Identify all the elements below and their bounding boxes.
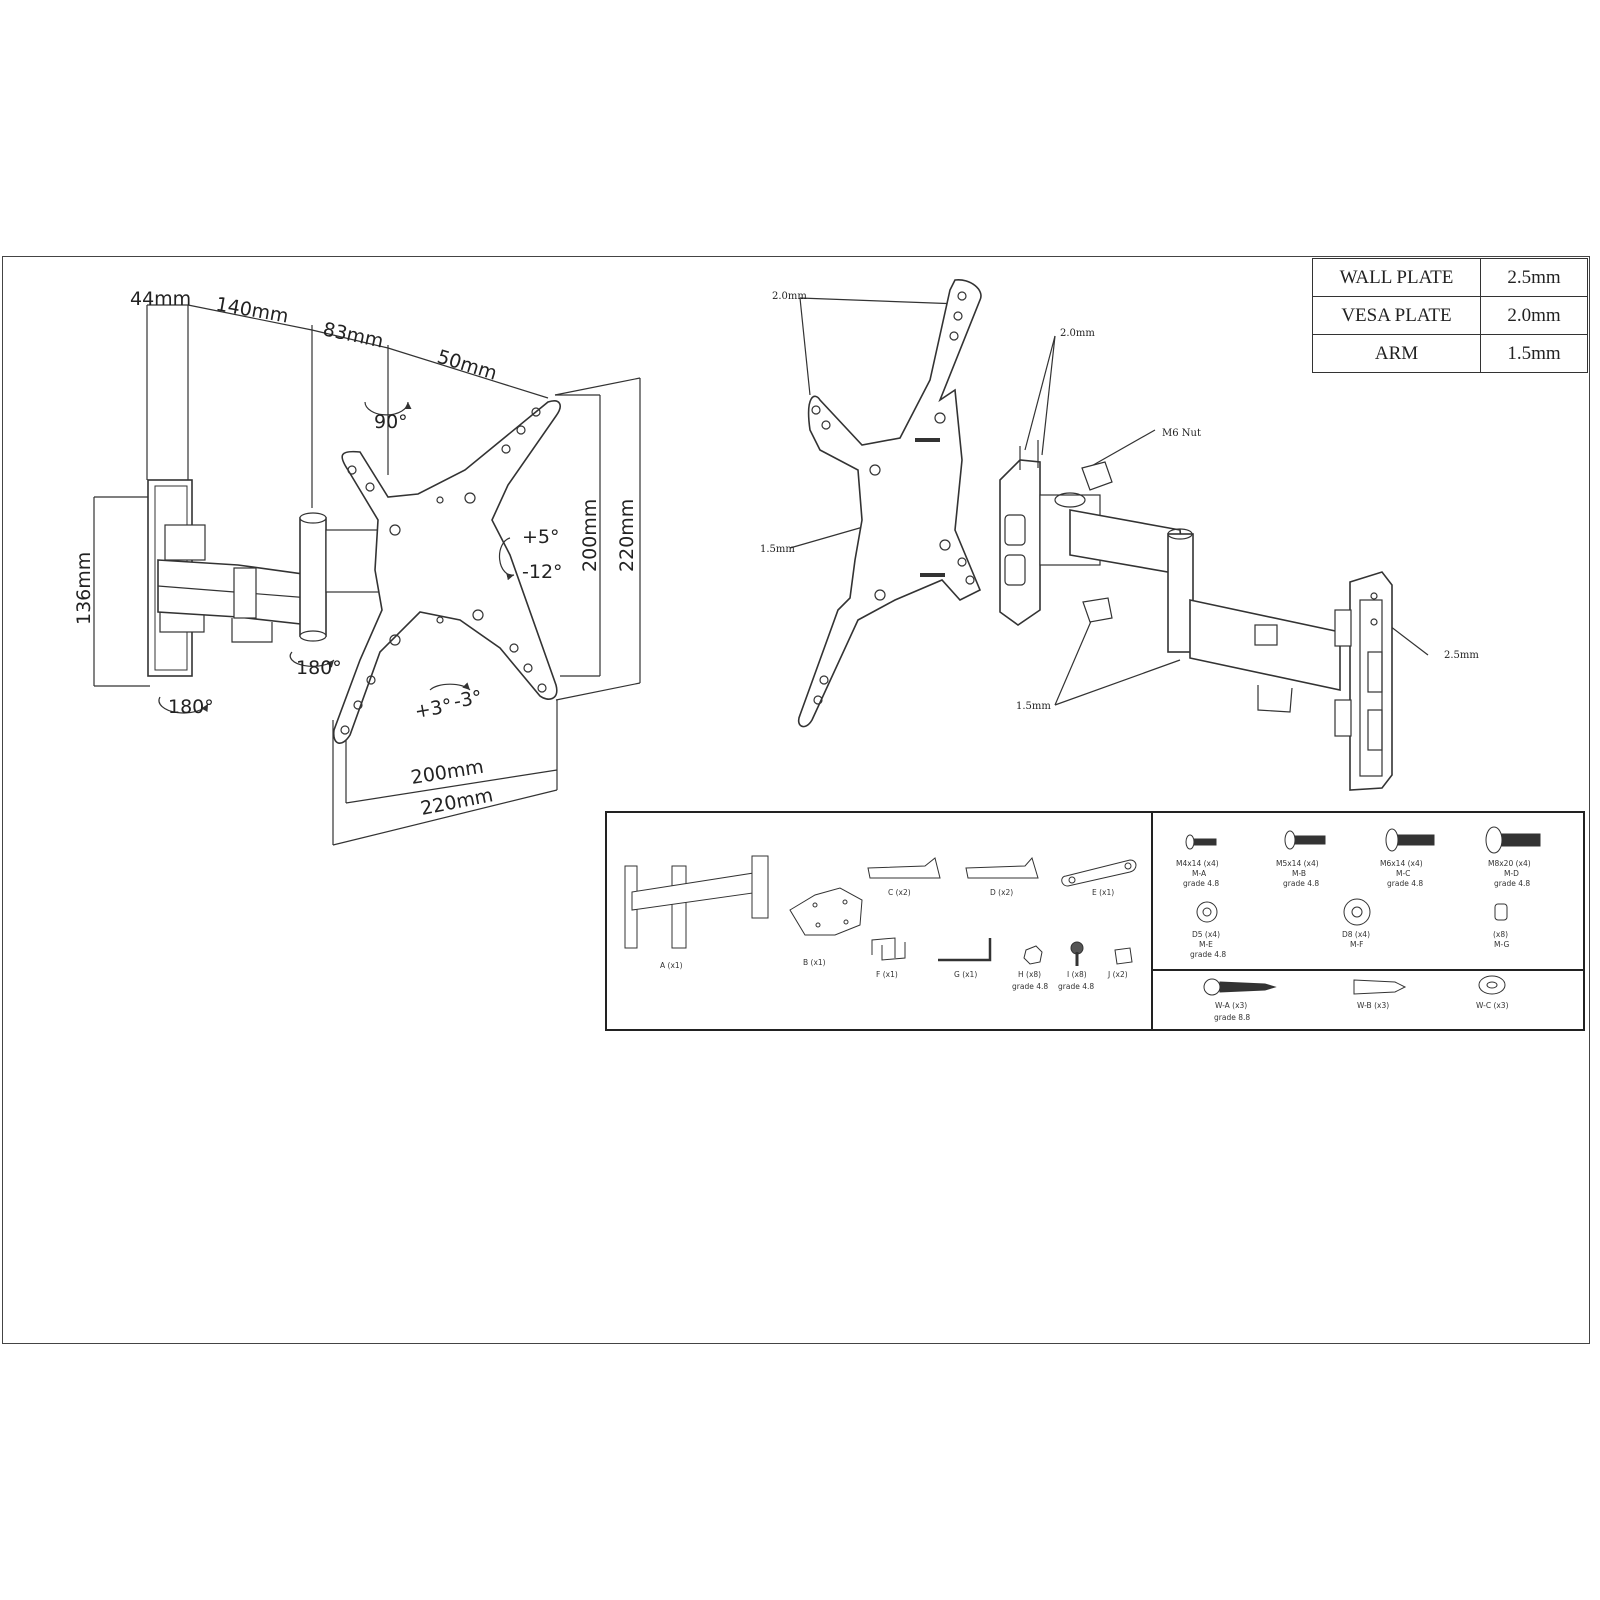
screw-code: M-D	[1504, 869, 1519, 878]
spec-part: ARM	[1312, 334, 1481, 373]
spec-row: ARM 1.5mm	[1312, 334, 1588, 373]
spec-thickness: 2.5mm	[1480, 258, 1588, 297]
dim-50: 50mm	[435, 346, 500, 385]
part-labels: A (x1) B (x1) C (x2) D (x2) E (x1) F (x1…	[660, 859, 1531, 1022]
dim-44: 44mm	[130, 288, 191, 310]
part-label-j: J (x2)	[1107, 970, 1128, 979]
dim-140: 140mm	[214, 293, 290, 327]
part-label-b: B (x1)	[803, 958, 826, 967]
wall-hardware-grade: grade 8.8	[1214, 1013, 1250, 1022]
label-wall-plate: 2.5mm	[1444, 650, 1479, 661]
spec-row: VESA PLATE 2.0mm	[1312, 296, 1588, 335]
tilt-down: -12°	[522, 561, 563, 583]
part-label-i: I (x8)	[1067, 970, 1087, 979]
dimensioned-mount-view	[93, 304, 641, 846]
swivel-arm: 180°	[296, 657, 342, 679]
level-minus: -3°	[452, 686, 484, 713]
part-label-e: E (x1)	[1092, 888, 1114, 897]
drawing-frame	[2, 256, 1590, 1344]
screw-code: M-C	[1396, 869, 1410, 878]
dim-200-horizontal: 200mm	[409, 756, 485, 789]
exploded-labels: 2.0mm 2.0mm M6 Nut 1.5mm 2.5mm 1.5mm	[760, 291, 1479, 712]
part-label-c: C (x2)	[888, 888, 911, 897]
screw-size: M4x14 (x4)	[1176, 859, 1219, 868]
label-bracket-top: 2.0mm	[1060, 328, 1095, 339]
part-label-h: H (x8)	[1018, 970, 1041, 979]
part-grade-i: grade 4.8	[1058, 982, 1094, 991]
washer-code: M-E	[1199, 940, 1213, 949]
dim-136: 136mm	[73, 552, 95, 625]
screw-size: M6x14 (x4)	[1380, 859, 1423, 868]
screw-grade: grade 4.8	[1283, 879, 1319, 888]
washer-code: M-F	[1350, 940, 1364, 949]
washer-code: M-G	[1494, 940, 1509, 949]
screw-grade: grade 4.8	[1183, 879, 1219, 888]
rotation-90: 90°	[374, 411, 408, 433]
level-plus: +3°	[413, 695, 454, 723]
washer-size: (x8)	[1493, 930, 1508, 939]
wall-hardware-label: W-B (x3)	[1357, 1001, 1389, 1010]
label-vesa-left: 1.5mm	[760, 544, 795, 555]
part-label-a: A (x1)	[660, 961, 683, 970]
hardware-illustrations	[1185, 826, 1541, 996]
part-label-d: D (x2)	[990, 888, 1013, 897]
washer-size: D8 (x4)	[1342, 930, 1370, 939]
parts-illustrations	[624, 855, 1137, 966]
part-label-f: F (x1)	[876, 970, 898, 979]
dim-200-vertical: 200mm	[579, 499, 601, 572]
screw-code: M-B	[1292, 869, 1306, 878]
material-thickness-table: WALL PLATE 2.5mm VESA PLATE 2.0mm ARM 1.…	[1312, 258, 1588, 373]
exploded-view	[789, 279, 1429, 791]
screw-size: M8x20 (x4)	[1488, 859, 1531, 868]
screw-grade: grade 4.8	[1494, 879, 1530, 888]
washer-grade: grade 4.8	[1190, 950, 1226, 959]
screw-code: M-A	[1192, 869, 1207, 878]
label-m6-nut: M6 Nut	[1162, 428, 1201, 439]
parts-panel	[605, 811, 1585, 1031]
screw-grade: grade 4.8	[1387, 879, 1423, 888]
wall-hardware-label: W-A (x3)	[1215, 1001, 1247, 1010]
washer-size: D5 (x4)	[1192, 930, 1220, 939]
part-grade-h: grade 4.8	[1012, 982, 1048, 991]
swivel-wall: 180°	[168, 696, 214, 718]
dim-220-vertical: 220mm	[616, 499, 638, 572]
label-arm-bottom: 1.5mm	[1016, 701, 1051, 712]
spec-thickness: 2.0mm	[1480, 296, 1588, 335]
spec-row: WALL PLATE 2.5mm	[1312, 258, 1588, 297]
screw-size: M5x14 (x4)	[1276, 859, 1319, 868]
spec-thickness: 1.5mm	[1480, 334, 1588, 373]
wall-hardware-label: W-C (x3)	[1476, 1001, 1509, 1010]
tilt-up: +5°	[522, 526, 560, 548]
part-label-g: G (x1)	[954, 970, 977, 979]
label-vesa-top: 2.0mm	[772, 291, 807, 302]
dim-83: 83mm	[321, 318, 385, 352]
